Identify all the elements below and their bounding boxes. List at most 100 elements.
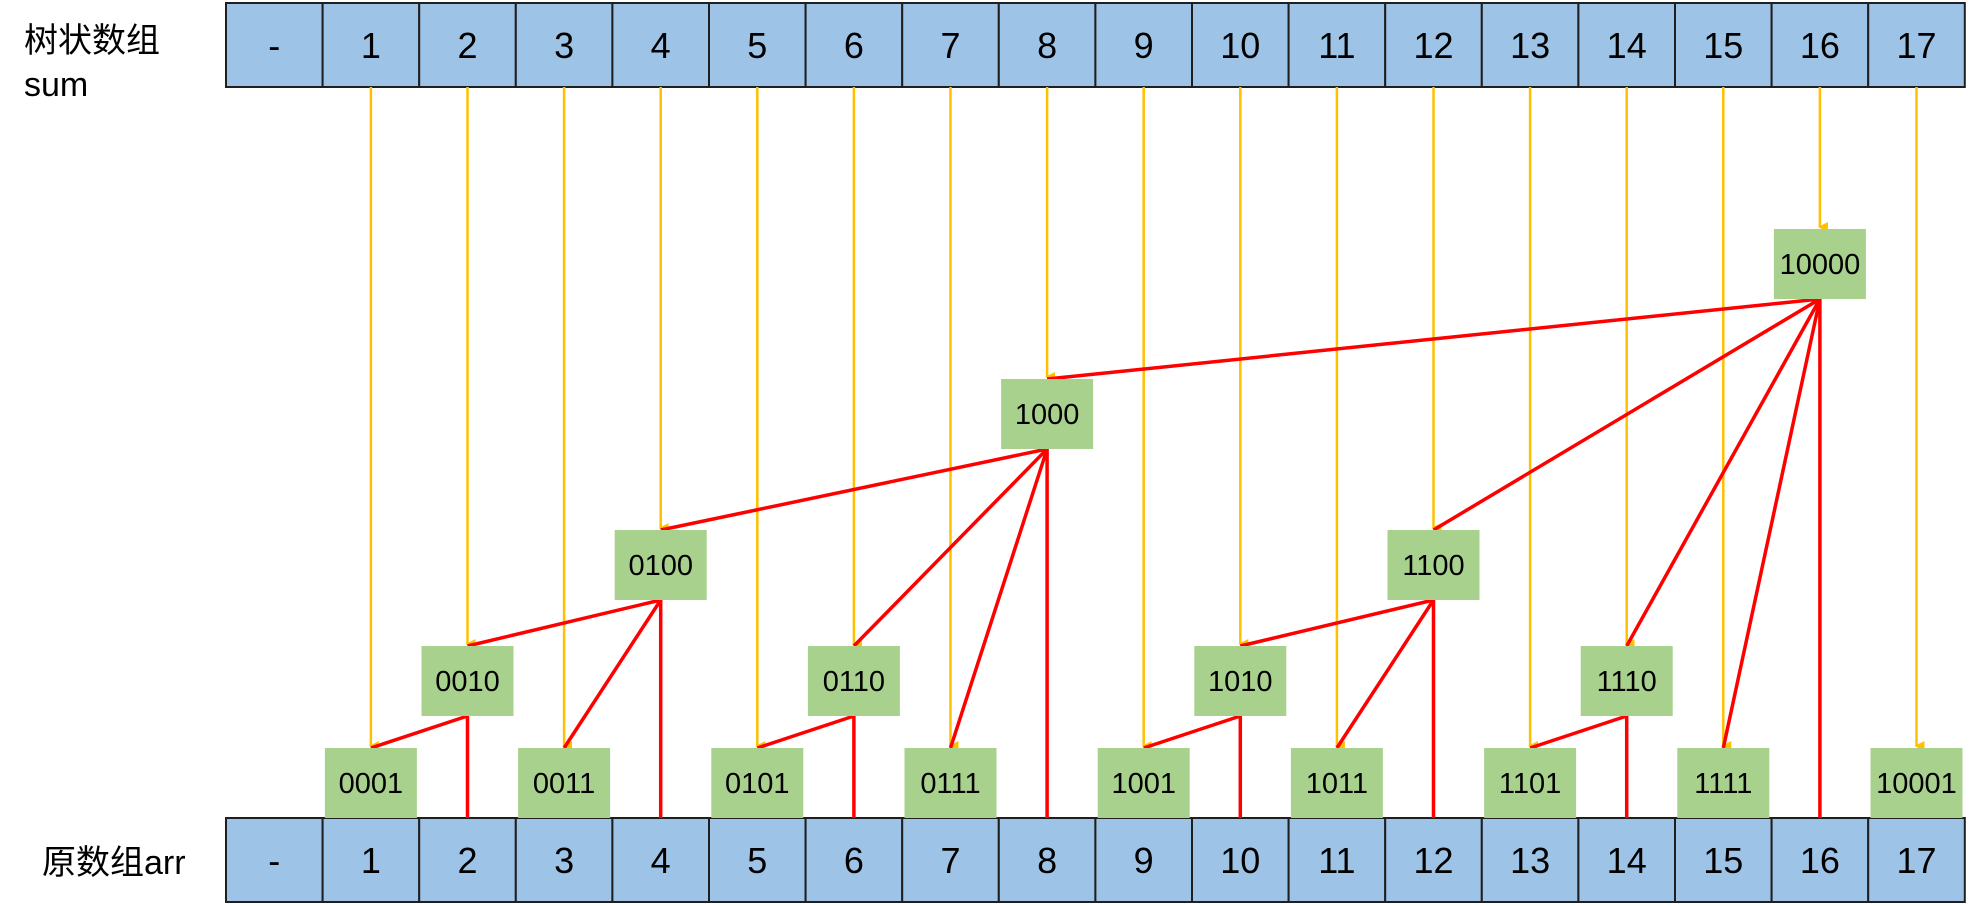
tree-node-label: 1000	[1015, 399, 1080, 431]
tree-edge	[1432, 297, 1821, 532]
arr-cell	[225, 817, 324, 903]
tree-node	[1677, 748, 1770, 818]
arr-cell-label: -	[268, 840, 280, 881]
top-row-label-line2: sum	[24, 66, 88, 104]
arr-cell-label: 12	[1413, 840, 1453, 881]
tree-edge	[948, 448, 1049, 749]
arr-cell-label: 5	[747, 840, 767, 881]
tree-edge	[562, 599, 663, 749]
tree-node-label: 0101	[725, 768, 790, 800]
sum-cell	[1867, 2, 1966, 88]
sum-cell-label: 3	[554, 25, 574, 66]
binary-index-nodes: 0001001000110100010101100111100010011010…	[324, 229, 1963, 818]
tree-node	[421, 646, 514, 716]
tree-edge	[756, 714, 855, 750]
arr-cell-label: 16	[1800, 840, 1840, 881]
tree-edge	[370, 714, 469, 750]
sum-cell-label: 8	[1037, 25, 1057, 66]
sum-cell-label: 5	[747, 25, 767, 66]
tree-node	[324, 748, 417, 818]
sum-cell	[1480, 2, 1580, 88]
tree-node-label: 1111	[1694, 768, 1752, 800]
tree-edges	[370, 297, 1822, 818]
arr-cell-label: 11	[1318, 840, 1355, 881]
arr-cell-label: 17	[1896, 840, 1936, 881]
tree-node-label: 1011	[1306, 768, 1368, 800]
tree-edge	[1046, 297, 1821, 381]
arr-cell	[1867, 817, 1966, 903]
sum-cell-label: 2	[457, 25, 477, 66]
arr-cell-label: 8	[1037, 840, 1057, 881]
arr-cell	[997, 817, 1097, 903]
top-row-label-line1: 树状数组	[24, 22, 160, 60]
tree-node	[1580, 646, 1673, 716]
tree-node-label: 0100	[628, 550, 693, 582]
sum-cell	[1770, 2, 1870, 88]
arr-cell-label: 13	[1510, 840, 1550, 881]
arr-cell-label: 6	[844, 840, 864, 881]
tree-node	[614, 530, 707, 600]
tree-node	[1484, 748, 1577, 818]
sum-cell-label: -	[268, 25, 280, 66]
tree-node	[1387, 530, 1480, 600]
sum-cell	[1674, 2, 1773, 88]
arr-cell	[804, 817, 904, 903]
tree-node-label: 10000	[1780, 249, 1861, 281]
tree-node-label: 0001	[339, 768, 404, 800]
sum-cell-label: 9	[1134, 25, 1154, 66]
arr-cell-label: 4	[651, 840, 671, 881]
tree-node	[1001, 379, 1094, 449]
sum-cell	[225, 2, 324, 88]
sum-cell	[1287, 2, 1387, 88]
tree-node-label: 1001	[1111, 768, 1176, 800]
sum-cell	[321, 2, 421, 88]
sum-cell-label: 4	[651, 25, 671, 66]
tree-node	[1194, 646, 1287, 716]
sum-cell-label: 7	[940, 25, 960, 66]
arr-cell-label: 15	[1703, 840, 1743, 881]
arr-cell	[1770, 817, 1870, 903]
sum-cell	[1094, 2, 1194, 88]
arr-cell	[321, 817, 421, 903]
arr-cell	[1674, 817, 1773, 903]
arr-cell	[1191, 817, 1290, 903]
tree-node-label: 1100	[1402, 550, 1464, 582]
tree-node	[1870, 748, 1963, 818]
tree-edge	[1143, 714, 1241, 750]
tree-edge	[467, 598, 662, 648]
tree-edge	[1721, 298, 1822, 749]
arr-cell	[418, 817, 517, 903]
arr-cell-label: 3	[554, 840, 574, 881]
tree-node-label: 0111	[920, 768, 980, 800]
arr-cell	[611, 817, 711, 903]
tree-edge	[660, 447, 1048, 532]
arr-cell-label: 1	[361, 840, 381, 881]
arr-cell-label: 14	[1607, 840, 1647, 881]
tree-node	[1773, 229, 1866, 299]
tree-node	[904, 748, 997, 818]
tree-node	[1097, 748, 1190, 818]
sum-cell-label: 6	[844, 25, 864, 66]
tree-edge	[852, 447, 1049, 648]
tree-edge	[1529, 714, 1628, 750]
arr-cell-label: 9	[1134, 840, 1154, 881]
tree-edge	[1239, 598, 1434, 648]
sum-cell-label: 14	[1607, 25, 1647, 66]
tree-node	[1290, 748, 1383, 818]
sum-cell	[901, 2, 1000, 88]
tree-node-label: 1010	[1208, 666, 1273, 698]
arr-cell-label: 7	[940, 840, 960, 881]
sum-cell-label: 17	[1896, 25, 1936, 66]
tree-node	[711, 748, 804, 818]
tree-node	[518, 748, 611, 818]
arr-cell	[1094, 817, 1194, 903]
tree-node-label: 10001	[1876, 768, 1957, 800]
sum-cell-label: 12	[1413, 25, 1453, 66]
sum-cell-label: 1	[361, 25, 381, 66]
sum-cell-label: 16	[1800, 25, 1840, 66]
arr-cell-label: 10	[1220, 840, 1260, 881]
tree-edge	[1625, 298, 1822, 647]
